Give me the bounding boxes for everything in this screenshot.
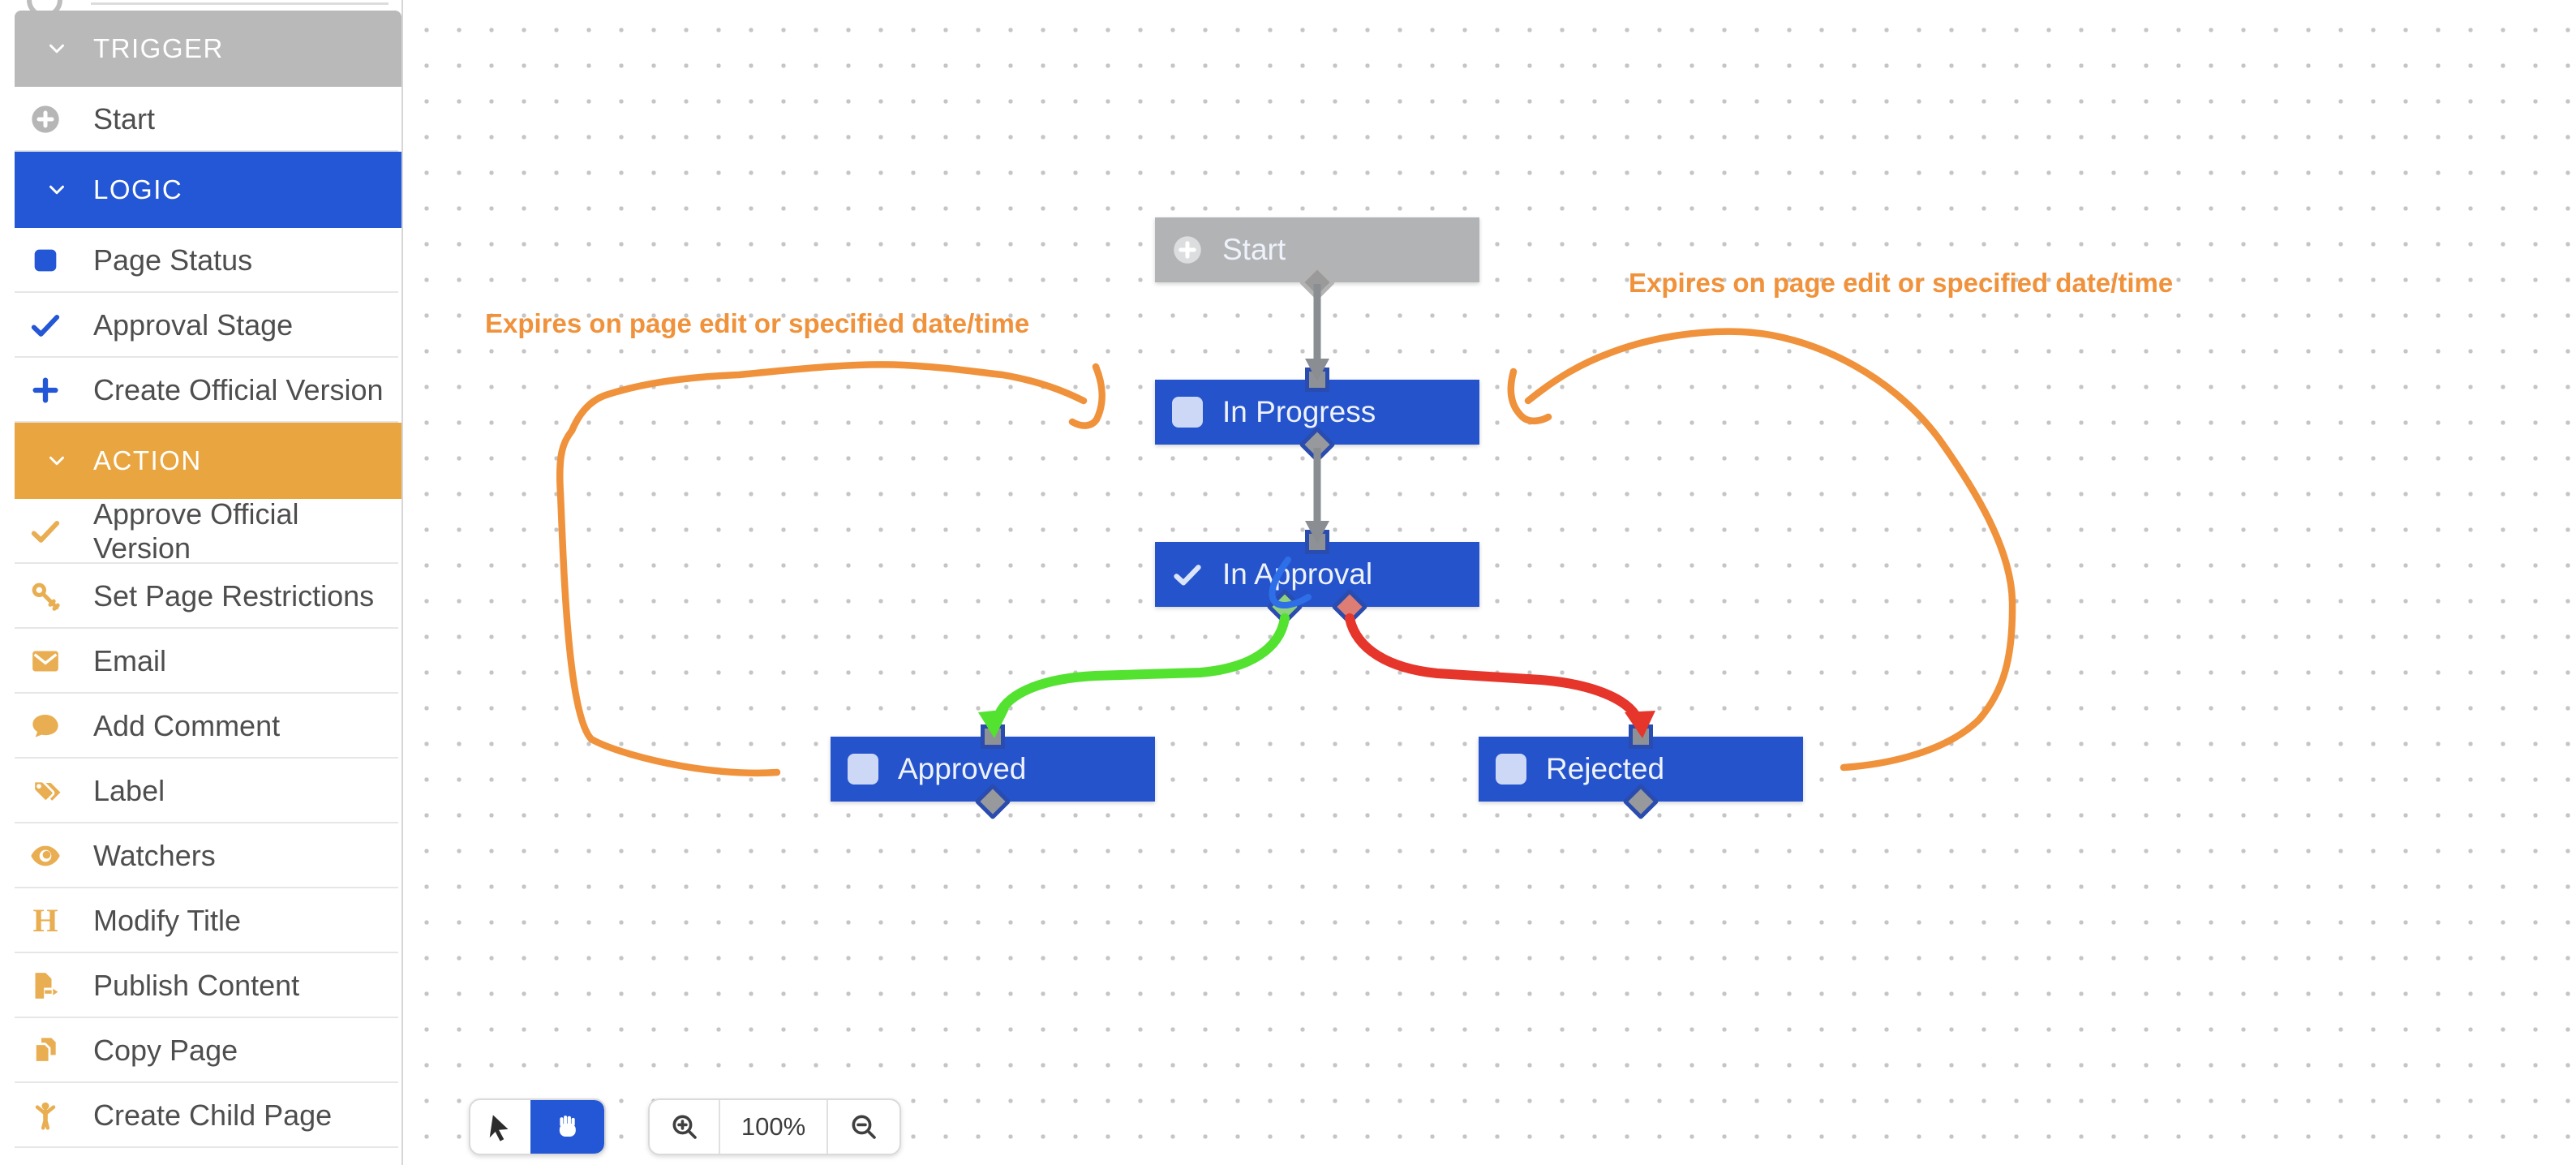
envelope-icon [29,645,62,677]
sidebar-item-approve-official-version[interactable]: Approve Official Version [0,497,401,565]
check-icon [29,515,62,548]
port-square-in-approval-in[interactable] [1305,530,1329,554]
tool-switcher [469,1098,606,1155]
sidebar-item-label: Create Official Version [93,373,384,406]
plus-icon [29,374,62,406]
cursor-arrow-icon [489,1115,509,1141]
sidebar-scrolled-item-peek [0,0,401,11]
hand-icon [559,1116,576,1137]
chevron-down-icon [45,37,69,61]
workflow-canvas[interactable] [403,0,2576,1165]
sidebar-item-label: Approve Official Version [93,497,299,565]
sidebar-item-watchers[interactable]: Watchers [0,823,401,888]
plus-circle-icon [1172,234,1203,265]
zoom-out-button[interactable] [828,1100,899,1154]
annotation-right: Expires on page edit or specified date/t… [1629,268,2174,298]
sidebar-item-label: Modify Title [93,904,242,937]
sidebar-item-modify-title[interactable]: H Modify Title [0,888,401,953]
sidebar-item-add-comment[interactable]: Add Comment [0,694,401,759]
comment-bubble-icon [29,710,62,742]
zoom-level-value[interactable]: 100% [719,1100,828,1154]
sidebar-item-label: Page Status [93,243,253,277]
check-icon [1172,559,1203,590]
sidebar-palette: TRIGGER Start LOGIC Page Status Approval [0,0,403,1165]
key-icon [29,580,62,613]
chevron-down-icon [45,178,69,202]
sidebar-item-label: Email [93,644,167,677]
sidebar-section-action[interactable]: ACTION [15,423,401,499]
sidebar-item-label: Publish Content [93,969,300,1002]
zoom-controls: 100% [648,1098,901,1155]
heading-h-icon: H [32,902,58,939]
sidebar-item-label: Watchers [93,839,216,872]
sidebar-section-trigger[interactable]: TRIGGER [15,11,401,87]
annotation-left: Expires on page edit or specified date/t… [485,308,1030,338]
port-square-rejected-in[interactable] [1629,724,1653,749]
sidebar-item-label-text: Label [93,774,165,807]
sidebar-item-label: Set Page Restrictions [93,579,375,613]
eye-icon [29,840,62,872]
status-square-icon [848,754,878,785]
sidebar-item-create-official-version[interactable]: Create Official Version [0,358,401,423]
sidebar-item-create-child-page[interactable]: Create Child Page [0,1083,401,1148]
sidebar-item-set-page-restrictions[interactable]: Set Page Restrictions [0,564,401,629]
zoom-in-icon [672,1115,697,1139]
section-label: LOGIC [93,174,183,204]
status-square-icon [1172,397,1203,428]
node-label: Start [1222,233,1286,266]
node-label: In Approval [1222,557,1373,591]
section-label: ACTION [93,445,202,475]
child-figure-icon [29,1099,62,1132]
sidebar-item-copy-page[interactable]: Copy Page [0,1018,401,1083]
section-label: TRIGGER [93,33,224,63]
zoom-out-icon [852,1115,876,1139]
node-label: In Progress [1222,395,1376,428]
tags-icon [29,775,62,807]
partial-circle-icon [27,0,62,11]
select-cursor-tool-button[interactable] [470,1100,530,1154]
sidebar-item-approval-stage[interactable]: Approval Stage [0,293,401,358]
node-label: Rejected [1546,752,1665,785]
sidebar-item-label: Start [93,102,156,135]
sidebar-item-label: Copy Page [93,1034,238,1067]
sidebar-item-label: Approval Stage [93,308,294,342]
status-square-icon [1496,754,1526,785]
sidebar-item-publish-content[interactable]: Publish Content [0,953,401,1018]
sidebar-section-logic[interactable]: LOGIC [15,152,401,228]
chevron-down-icon [45,449,69,473]
sidebar-item-label: Create Child Page [93,1098,333,1132]
check-icon [29,309,62,342]
sidebar-item-start[interactable]: Start [0,87,401,152]
port-square-approved-in[interactable] [981,724,1005,749]
plus-circle-icon [29,103,62,135]
sidebar-item-page-status[interactable]: Page Status [0,228,401,293]
node-label: Approved [898,752,1027,785]
copy-pages-icon [29,1034,62,1067]
sidebar-item-label[interactable]: Label [0,759,401,823]
publish-document-icon [29,969,62,1002]
sidebar-item-label: Add Comment [93,709,281,742]
zoom-in-button[interactable] [650,1100,719,1154]
sidebar-item-email[interactable]: Email [0,629,401,694]
pan-hand-tool-button[interactable] [530,1100,604,1154]
status-square-icon [29,244,62,277]
divider [91,2,389,5]
port-square-in-progress-in[interactable] [1305,368,1329,392]
